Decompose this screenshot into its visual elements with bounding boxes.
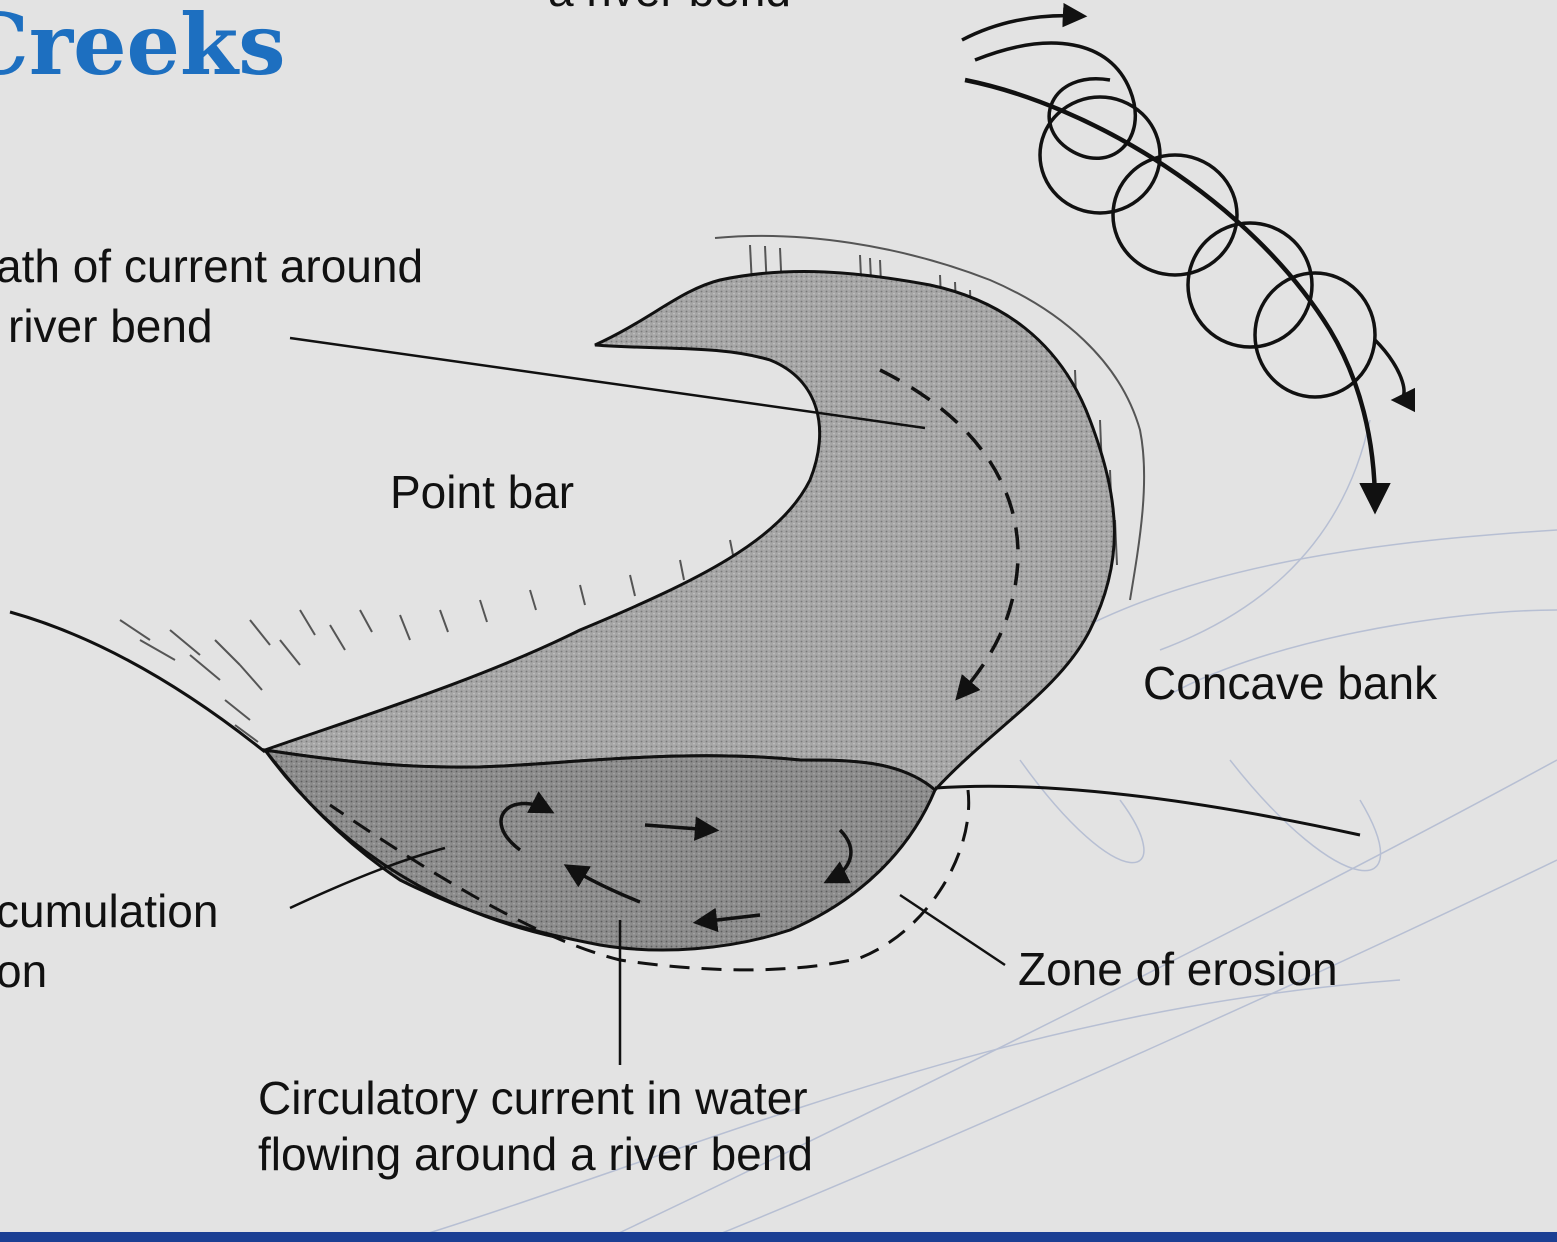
right-bank-line xyxy=(935,786,1360,835)
label-zone-of-erosion: Zone of erosion xyxy=(1018,943,1338,995)
label-concave-bank: Concave bank xyxy=(1143,657,1438,709)
left-bank-line xyxy=(10,612,265,752)
label-circulatory-line2: flowing around a river bend xyxy=(258,1128,813,1180)
slide-bottom-bar xyxy=(0,1232,1557,1242)
river-water-surface xyxy=(265,272,1114,790)
label-path-of-current-line1: ath of current around xyxy=(0,240,423,292)
label-circulatory-line1: Circulatory current in water xyxy=(258,1072,808,1124)
label-point-bar: Point bar xyxy=(390,466,574,518)
label-path-of-current-line2: river bend xyxy=(8,300,213,352)
slide-title: Creeks xyxy=(0,0,286,94)
label-accumulation-line1: cumulation xyxy=(0,885,218,937)
top-caption-fragment: a river bend xyxy=(548,0,791,16)
label-accumulation-line2: on xyxy=(0,945,47,997)
